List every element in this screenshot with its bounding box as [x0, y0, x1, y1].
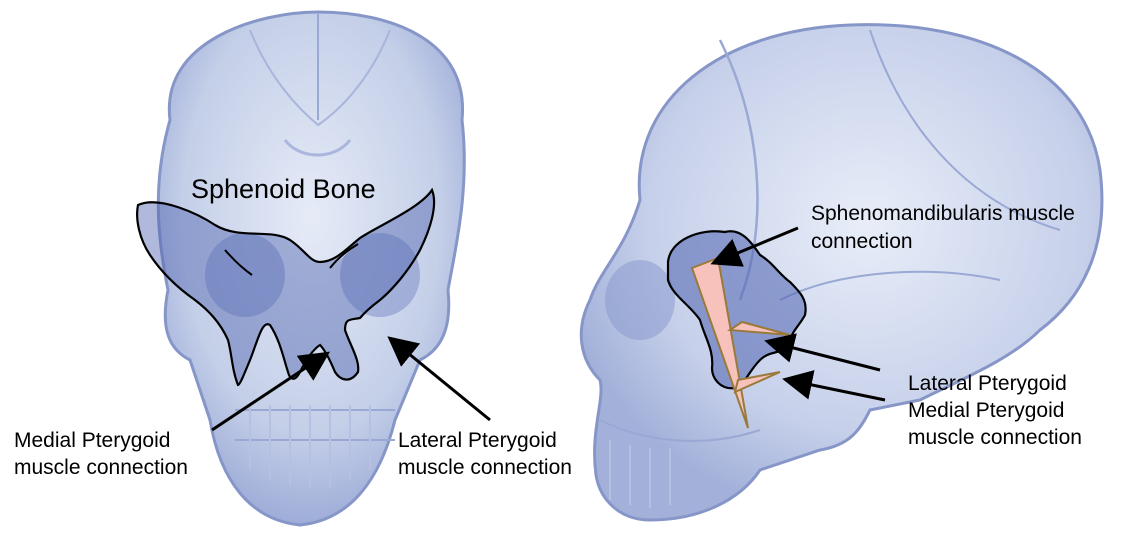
- lateral-pterygoid-left-label: Lateral Pterygoid: [398, 428, 557, 453]
- medial-pterygoid-right-label: Medial Pterygoid: [908, 398, 1064, 423]
- sphenomandibularis-label-2: connection: [811, 229, 913, 254]
- sphenoid-bone-label: Sphenoid Bone: [191, 174, 376, 204]
- medial-pterygoid-left-label-2: muscle connection: [14, 455, 188, 480]
- medial-pterygoid-left-label: Medial Pterygoid: [14, 428, 170, 453]
- lateral-pterygoid-left-label-2: muscle connection: [398, 455, 572, 480]
- medial-pterygoid-right-label-2: muscle connection: [908, 425, 1082, 450]
- side-orbit: [605, 260, 675, 340]
- sphenomandibularis-label: Sphenomandibularis muscle: [811, 201, 1075, 226]
- lateral-pterygoid-right-label: Lateral Pterygoid: [908, 371, 1067, 396]
